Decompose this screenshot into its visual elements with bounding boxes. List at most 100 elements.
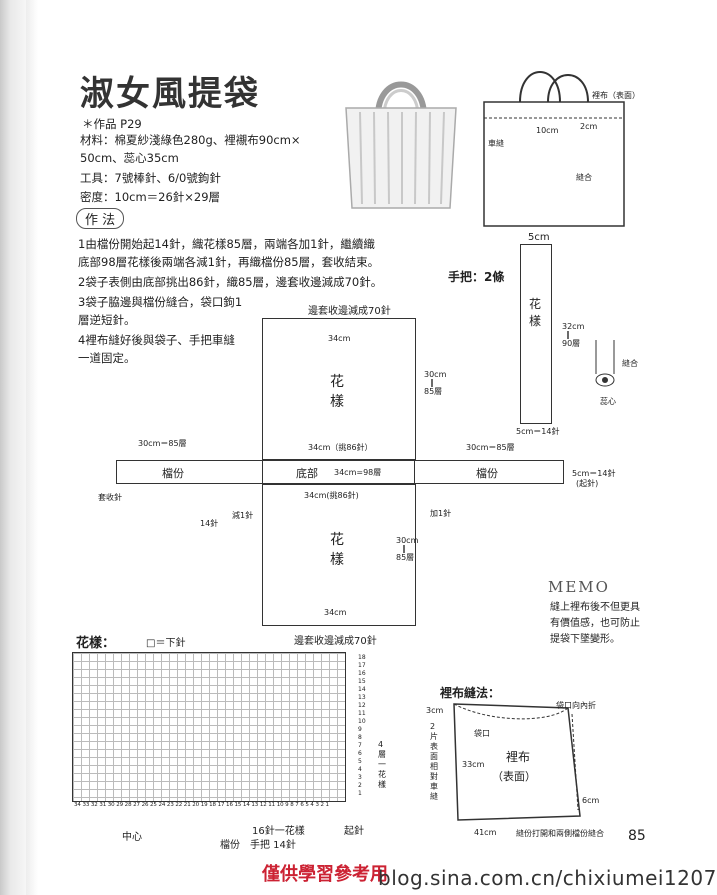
step-line: 底部98層花樣後兩端各減1針，再織檔份85層，套收結束。 [78,255,380,269]
back-width: 34cm [324,608,347,617]
step-line: 4裡布縫好後與袋子、手把車縫 [78,333,235,347]
chart-row-number: 5 [358,758,362,765]
sewing-title: 裡布縫法： [440,686,501,700]
gusset-right-length: 30cm＝85層 [466,443,515,452]
back-pattern-label: 花樣 [330,532,344,568]
divider [414,460,415,484]
stitch-count: 14針 [200,519,219,528]
work-ref: ＊作品 P29 [82,117,142,131]
book-spine [0,0,26,895]
bag-photo [345,81,457,209]
sewing-pocket: 袋口 [474,729,490,738]
step-line: 1由檔份開始起14針，織花樣85層，兩端各加1針，繼續織 [78,237,375,251]
handle-rows: 90層 [562,339,581,348]
increase-label: 加1針 [430,509,452,518]
page-number: 85 [628,828,646,844]
bottom-note: 邊套收邊減成70針 [294,636,377,647]
step-line: 一道固定。 [78,351,136,365]
chart-title: 花樣： [76,636,116,651]
gusset-right-label: 檔份 [476,467,498,480]
lining-seam-left: 車縫 [488,139,504,148]
watermark-stamp: 僅供學習參考用 [262,864,388,885]
book-gutter [26,0,38,895]
step-line: 3袋子脇邊與檔份縫合，袋口鉤1 [78,295,243,309]
handle-length: 32cm [562,322,585,331]
memo-line: 有價值感，也可防止 [550,618,640,629]
chart-row-number: 18 [358,654,366,661]
step-line: 層逆短針。 [78,313,136,327]
sewing-width: 3cm [426,706,444,715]
chart-row-number: 17 [358,662,366,669]
chart-column-numbers: 34 33 32 31 30 29 28 27 26 25 24 23 22 2… [74,802,329,808]
memo-line: 縫上裡布後不但更具 [550,602,640,613]
decrease-label: 減1針 [232,511,254,520]
chart-row-number: 13 [358,694,366,701]
sewing-bottom-note: 縫份打開和兩側檔份縫合 [516,829,604,838]
front-rows: 85層 [424,387,443,396]
chart-row-number: 10 [358,718,366,725]
chart-center: 中心 [122,832,142,843]
handle-pattern: 花樣 [529,297,542,328]
handle-title: 手把：2條 [448,270,505,284]
chart-row-number: 1 [358,790,362,797]
back-pick: 34cm(挑86針) [304,491,359,500]
chart-row-number: 12 [358,702,366,709]
chart-row-number: 6 [358,750,362,757]
gusset-left-label: 檔份 [162,467,184,480]
chart-row-number: 9 [358,726,362,733]
back-height-sep: ‖ [402,544,406,553]
stitch-chart-grid [72,652,346,802]
sewing-bottom-width: 41cm [474,828,497,837]
bag-back-panel [262,484,416,626]
chart-start: 起針 [344,826,364,837]
page-title: 淑女風提袋 [80,74,260,114]
memo-title: MEMO [548,578,610,596]
chart-row-number: 15 [358,678,366,685]
gusset-left-length: 30cm＝85層 [138,439,187,448]
chart-row-number: 2 [358,782,362,789]
bag-front-panel [262,318,416,460]
chart-row-number: 14 [358,686,366,693]
handle-strip [520,244,552,424]
front-height: 30cm [424,370,447,379]
back-rows: 85層 [396,553,415,562]
lining-edge: 2cm [580,122,598,131]
lining-width: 10cm [536,126,559,135]
handle-roll-diagram [595,340,615,387]
blog-url: blog.sina.com.cn/chixiumei1207 [378,866,717,890]
chart-row-number: 3 [358,774,362,781]
sewing-fabric-side: （表面） [492,770,536,783]
chart-repeat-rows: 4層一花樣 [378,740,386,789]
step-line: 2袋子表側由底部挑出86針，織85層，邊套收邊減成70針。 [78,275,383,289]
sewing-side: 2片表面相對車縫 [430,722,438,801]
front-pick: 34cm（挑86針） [308,443,373,452]
gusset-strip [116,460,564,484]
chart-row-number: 16 [358,670,366,677]
sewing-fabric: 裡布 [506,750,531,764]
handle-bottom: 5cm＝14針 [516,427,560,436]
chart-bottom-note: 檔份 手把 14針 [220,840,296,851]
lining-bag-diagram [483,71,625,227]
handle-sew: 縫合 [622,359,638,368]
back-height: 30cm [396,536,419,545]
base-length: 34cm=98層 [334,468,382,477]
materials-line-1: 材料：棉夏紗淺綠色280g、裡襯布90cm× [80,133,301,147]
chart-repeat: 16針一花樣 [252,826,305,837]
base-label: 底部 [296,467,318,480]
front-height-sep: ‖ [430,378,434,387]
sewing-fold: 袋口向內折 [556,701,596,710]
method-title: 作 法 [76,208,125,229]
sewing-height: 33cm [462,760,485,769]
front-pattern-label: 花樣 [330,374,344,410]
handle-width: 5cm [528,232,550,243]
lining-seam-right: 縫合 [576,173,592,182]
chart-row-number: 8 [358,734,362,741]
chart-row-number: 7 [358,742,362,749]
divider [262,460,263,484]
bind-off-label: 套收針 [98,493,122,502]
chart-row-number: 11 [358,710,366,717]
sewing-corner: 6cm [582,796,600,805]
top-note: 邊套收邊減成70針 [308,306,391,317]
side-width: 5cm＝14針 [572,469,616,478]
materials-line-2: 50cm、蕊心35cm [80,151,179,165]
